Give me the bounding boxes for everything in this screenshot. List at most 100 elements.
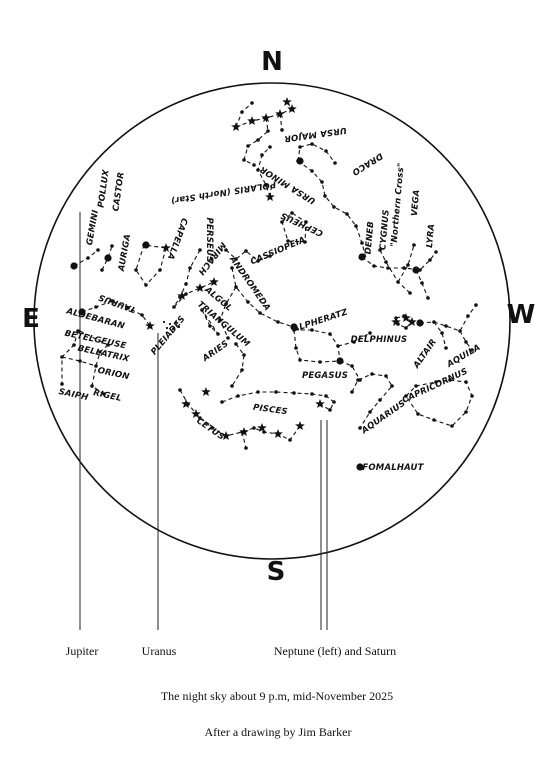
star-dot [426, 296, 430, 300]
label-delphinus: DELPHINUS [351, 335, 408, 345]
compass-west: W [507, 300, 536, 330]
star-dot [184, 282, 188, 286]
cygnus-figure-1 [379, 249, 411, 294]
star-glyph-icon [282, 97, 292, 106]
star-glyph-icon [407, 317, 417, 326]
star-dot [372, 264, 376, 268]
planet-label-jupiter: Jupiter [66, 644, 99, 658]
label-ursa-major: URSA MAJOR [283, 125, 347, 144]
star-dot [226, 336, 230, 340]
bright-star-dot [70, 262, 78, 270]
label-cygnus: CYGNUS [378, 209, 392, 250]
label-aries: ARIES [200, 339, 230, 365]
star-glyph-icon [191, 409, 201, 418]
star-dot [336, 344, 340, 348]
star-dot [368, 331, 372, 335]
star-dot [324, 149, 328, 153]
star-dot [76, 329, 80, 333]
star-dot [386, 266, 390, 270]
label-pollux: POLLUX [96, 169, 111, 209]
bright-star-dot [356, 463, 364, 471]
star-dot [298, 145, 302, 149]
star-dot [406, 263, 410, 267]
star-dot [134, 268, 138, 272]
label-lyra: LYRA [425, 223, 437, 248]
star-glyph-icon [247, 116, 257, 125]
label-aquarius: AQUARIUS [359, 399, 408, 437]
star-dot [474, 303, 478, 307]
star-dot [252, 163, 256, 167]
label-draco: DRACO [350, 150, 384, 177]
compass-east: E [22, 304, 40, 334]
label-polaris: POLARIS (North Star) [170, 179, 277, 206]
andromeda-branch-figure-0 [219, 286, 237, 339]
star-dot [356, 378, 360, 382]
star-dot [102, 392, 106, 396]
star-glyph-icon [273, 429, 283, 438]
star-dot [448, 378, 452, 382]
star-dot [234, 285, 238, 289]
star-dot [266, 129, 270, 133]
star-dot [408, 291, 412, 295]
perseus-figure-0 [173, 249, 215, 308]
label-gemini: GEMINI [85, 209, 101, 246]
label-altair: ALTAIR [411, 337, 439, 371]
star-dot [244, 446, 248, 450]
star-dot [236, 394, 240, 398]
star-dot [320, 180, 324, 184]
star-dot [218, 318, 222, 322]
star-glyph-icon [209, 277, 219, 286]
star-dot [256, 390, 260, 394]
star-dot [378, 248, 382, 252]
star-dot [280, 128, 284, 132]
compass-south: S [267, 557, 286, 587]
star-dot [290, 211, 294, 215]
star-glyph-icon [391, 317, 401, 326]
star-dot [466, 314, 470, 318]
star-dot [404, 326, 408, 330]
star-dot [402, 266, 406, 270]
star-dot [464, 410, 468, 414]
star-glyph-icon [195, 283, 205, 292]
label-andromeda: ANDROMEDA [227, 254, 273, 313]
star-dot [200, 308, 204, 312]
star-dot [210, 426, 214, 430]
label-cepheus: CEPHEUS [279, 210, 325, 238]
compass-north: N [261, 47, 283, 77]
star-dot [78, 359, 82, 363]
star-dot [264, 183, 268, 187]
cepheus-figure-0 [281, 212, 307, 243]
auriga-figure-0 [135, 244, 167, 286]
label-taurus: TAURUS [97, 292, 137, 315]
star-dot [354, 224, 358, 228]
star-dot [188, 266, 192, 270]
star-dot [332, 400, 336, 404]
constellation-labels: URSA MAJOR URSA MINOR DRACO POLARIS (Nor… [58, 125, 483, 473]
star-glyph-icon [239, 427, 249, 436]
pleiades-star [165, 326, 169, 330]
label-orion: ORION [97, 366, 131, 382]
star-dot [246, 144, 250, 148]
star-dot [328, 332, 332, 336]
star-dot [240, 368, 244, 372]
star-dot [72, 343, 76, 347]
star-dot [432, 320, 436, 324]
star-dot [268, 254, 272, 258]
label-northern-cross: "Northern Cross" [389, 162, 406, 247]
star-dot [198, 248, 202, 252]
star-dot [428, 258, 432, 262]
star-dot [234, 342, 238, 346]
label-castor: CASTOR [111, 171, 126, 212]
star-glyph-icon [315, 399, 325, 408]
star-dot [310, 169, 314, 173]
star-dot [350, 364, 354, 368]
star-glyph-icon [261, 113, 271, 122]
star-dot [396, 280, 400, 284]
cygnus-figure-2 [397, 244, 415, 283]
label-capricornus: CAPRICORNUS [401, 367, 470, 406]
star-dot [252, 426, 256, 430]
aquila-figure-2 [433, 321, 447, 349]
star-dot [172, 305, 176, 309]
star-dot [286, 239, 290, 243]
star-dot [234, 257, 238, 261]
